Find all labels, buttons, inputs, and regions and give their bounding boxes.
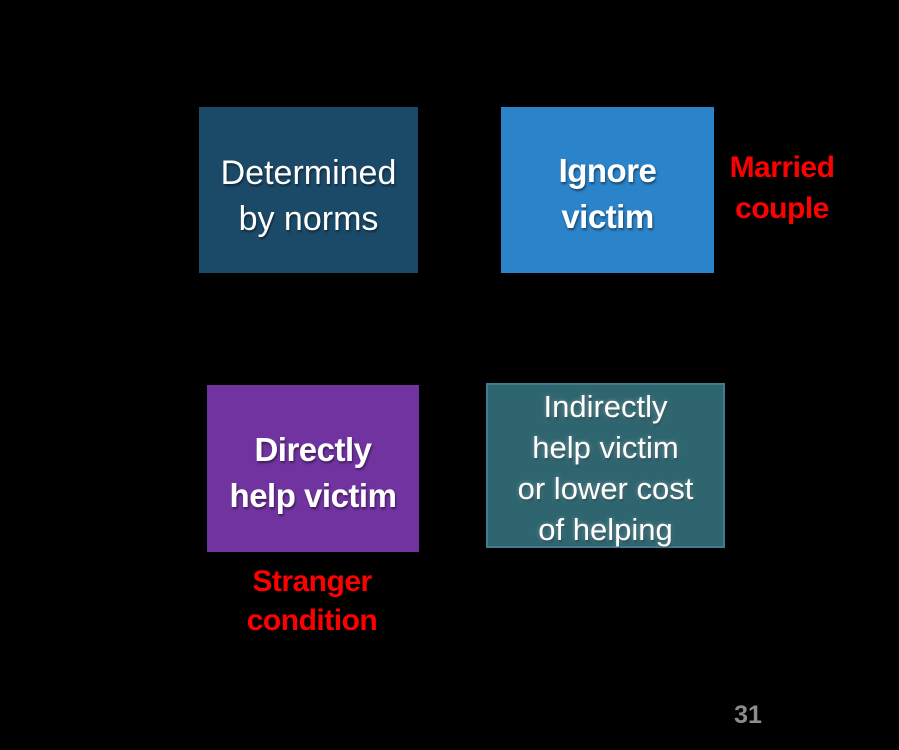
quadrant-label: Ignore victim bbox=[558, 152, 657, 235]
quadrant-label: Indirectly help victim or lower cost of … bbox=[517, 389, 694, 547]
label-stranger-condition: Stranger condition bbox=[246, 565, 378, 637]
quadrant-indirectly-help-victim: Indirectly help victim or lower cost of … bbox=[486, 383, 725, 548]
quadrant-determined-by-norms: Determined by norms bbox=[199, 107, 418, 273]
slide-page-number: 31 bbox=[734, 701, 762, 729]
quadrant-ignore-victim: Ignore victim bbox=[501, 107, 714, 273]
quadrant-label: Determined by norms bbox=[220, 154, 397, 238]
quadrant-directly-help-victim: Directly help victim bbox=[207, 385, 419, 552]
quadrant-label: Directly help victim bbox=[229, 430, 397, 514]
label-married-couple: Married couple bbox=[729, 151, 835, 225]
